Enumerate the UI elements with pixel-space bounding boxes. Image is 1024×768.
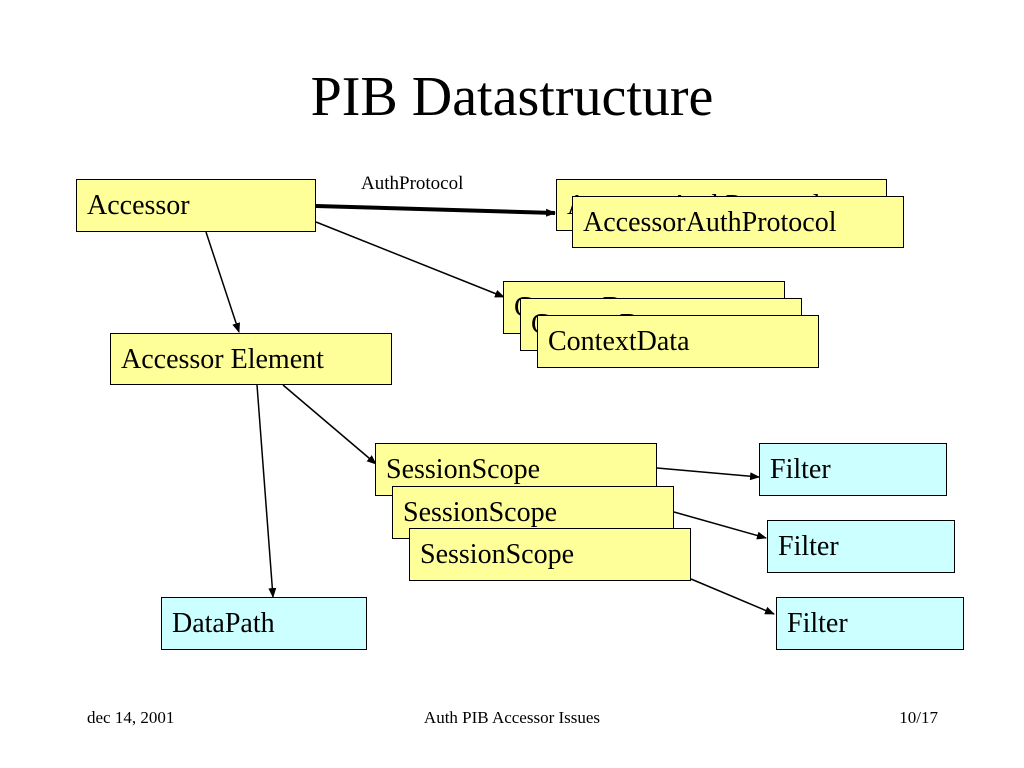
- slide-title: PIB Datastructure: [310, 66, 714, 128]
- arrow-sessionscope-to-filter-3: [690, 578, 775, 615]
- arrow-sessionscope-to-filter-1: [656, 467, 760, 481]
- data-path-box: DataPath: [161, 597, 367, 650]
- accessor-auth-protocol-box-front: AccessorAuthProtocol: [572, 196, 904, 248]
- filter-box-1: Filter: [759, 443, 947, 496]
- session-scope-box-3: SessionScope: [409, 528, 691, 581]
- footer-page-number: 10/17: [899, 708, 938, 727]
- arrow-element-to-datapath: [256, 384, 277, 598]
- arrow-accessor-to-authprotocol: [315, 204, 556, 217]
- arrow-accessor-to-contextdata: [315, 221, 505, 298]
- context-data-box-3: ContextData: [537, 315, 819, 368]
- accessor-element-box: Accessor Element: [110, 333, 392, 385]
- arrow-element-to-sessionscope: [282, 384, 377, 465]
- filter-box-3: Filter: [776, 597, 964, 650]
- footer-title: Auth PIB Accessor Issues: [423, 708, 601, 727]
- accessor-box: Accessor: [76, 179, 316, 232]
- authprotocol-edge-label: AuthProtocol: [361, 173, 464, 194]
- filter-box-2: Filter: [767, 520, 955, 573]
- arrow-accessor-to-element: [205, 231, 240, 333]
- footer-date: dec 14, 2001: [87, 708, 175, 727]
